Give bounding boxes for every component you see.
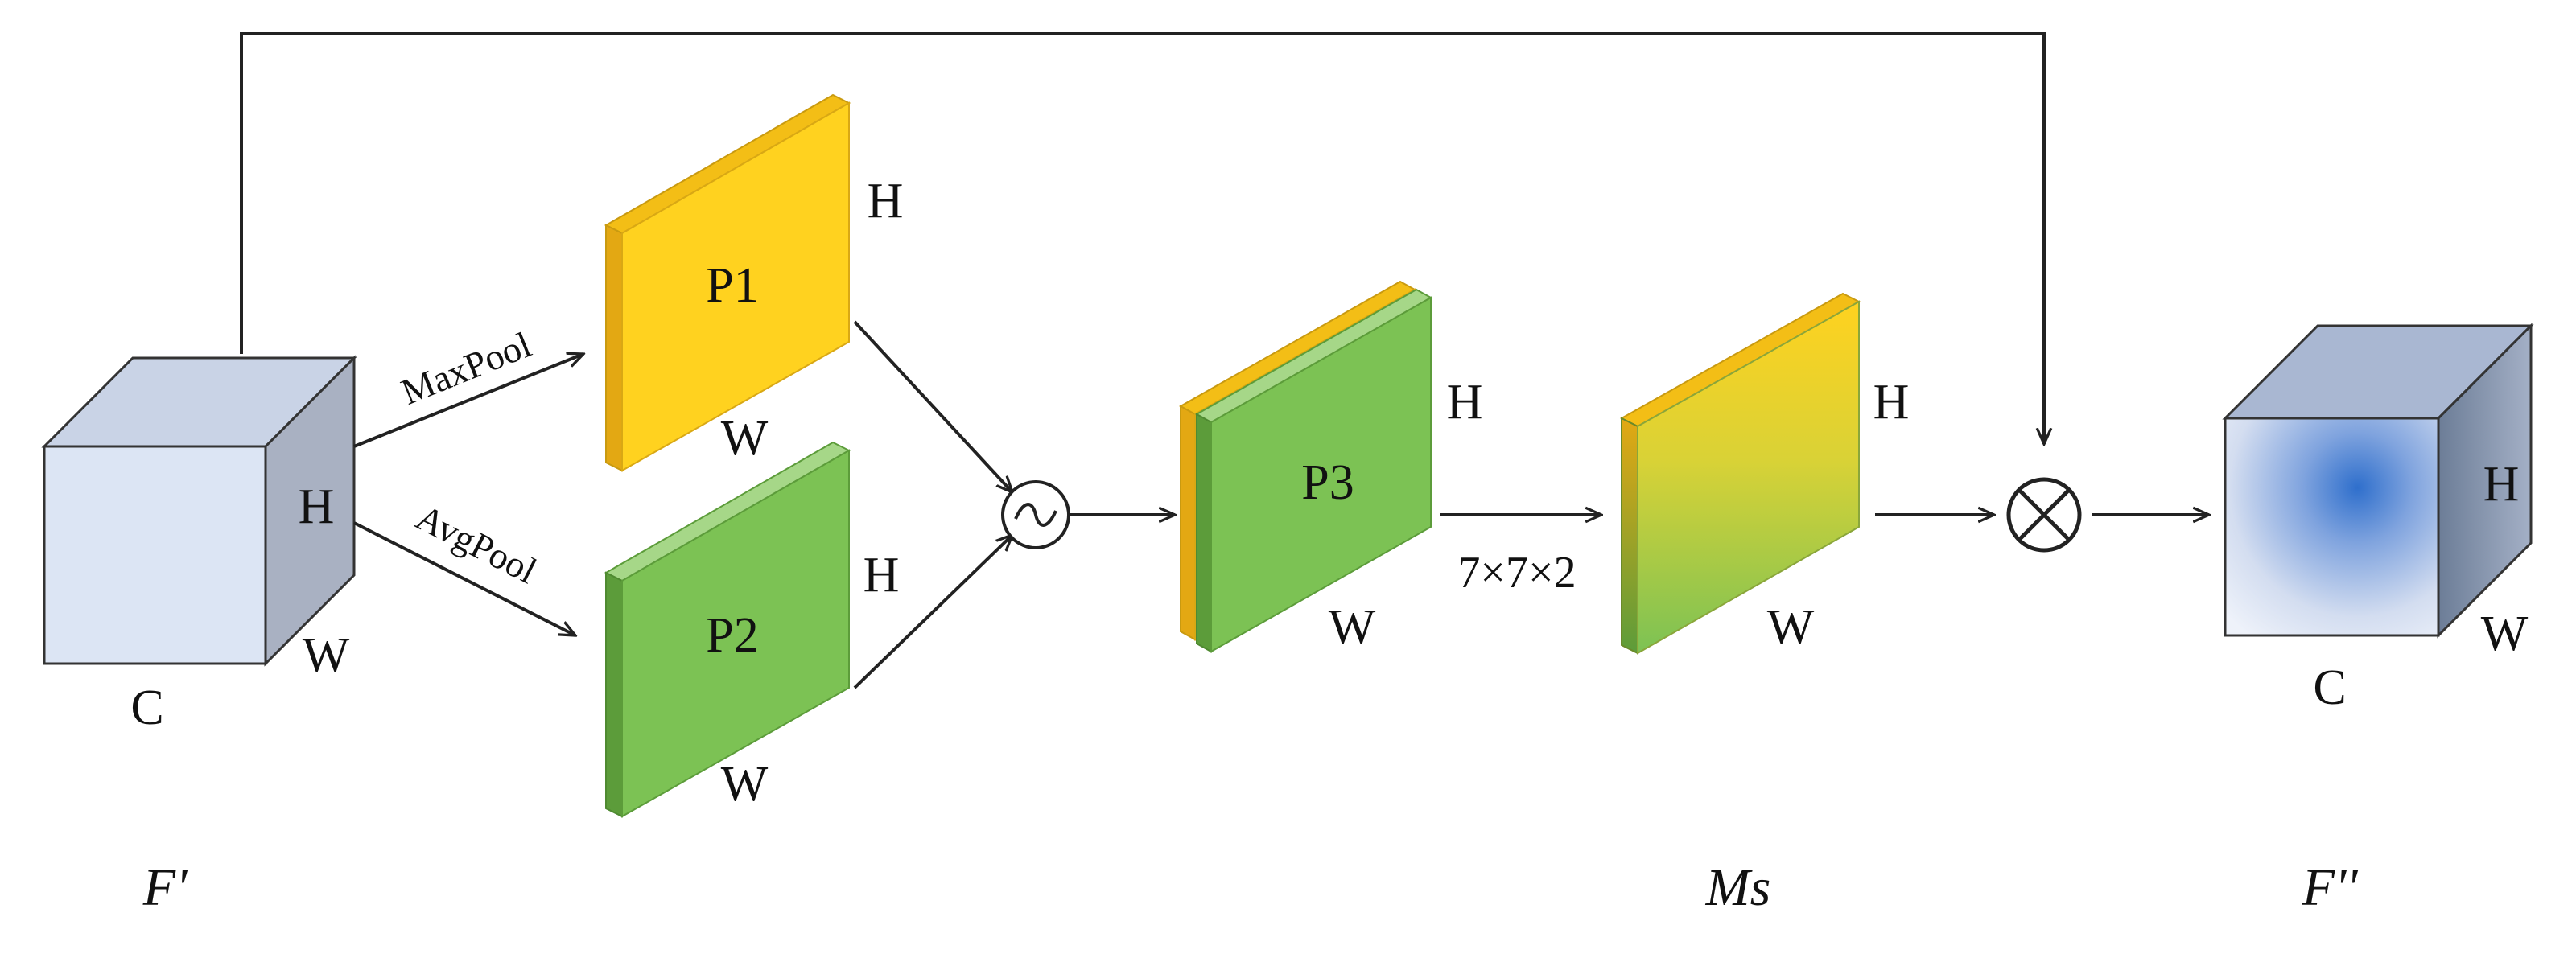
p2-to-concat-arrow (853, 535, 1012, 689)
output-cube-w-label: W (2481, 607, 2529, 661)
p3-back-side (1180, 405, 1196, 641)
input-cube-c-label: C (130, 681, 163, 735)
p2-w-label: W (721, 757, 769, 812)
p1-to-concat-arrow (853, 320, 1012, 492)
output-cube-front (2224, 417, 2440, 637)
p1-side (605, 224, 623, 472)
input-caption: F' (142, 858, 188, 917)
p1-front (621, 101, 850, 472)
concat-tilde-icon (1014, 503, 1057, 527)
ms-h-label: H (1873, 375, 1910, 430)
ms-map (1619, 292, 1861, 655)
maxpool-label: MaxPool (395, 323, 537, 412)
input-cube: H W C (41, 355, 357, 735)
output-caption: F'' (2302, 858, 2359, 917)
conv-kernel-label: 7×7×2 (1457, 548, 1576, 598)
skip-connection-line (240, 32, 2044, 444)
p3-label: P3 (1301, 455, 1354, 510)
p3-h-label: H (1447, 375, 1483, 430)
concat-node (1001, 480, 1070, 549)
p2-label: P2 (706, 608, 758, 663)
p2-front (621, 449, 850, 818)
output-cube: H W C (2222, 323, 2534, 715)
output-cube-c-label: C (2313, 660, 2346, 715)
ms-w-label: W (1767, 600, 1815, 655)
maxpool-arrow (353, 354, 583, 448)
p3-front-face (1210, 296, 1432, 653)
input-cube-w-label: W (303, 628, 350, 683)
ms-front (1637, 300, 1860, 655)
p3-map: P3 (1178, 280, 1433, 653)
p1-w-label: W (721, 411, 769, 466)
p1-label: P1 (706, 258, 758, 313)
p2-map: P2 (604, 441, 851, 818)
multiply-cross-b (2018, 488, 2071, 541)
p2-h-label: H (863, 548, 900, 602)
multiply-node (2006, 477, 2082, 553)
input-cube-front (43, 445, 267, 665)
p1-map: P1 (604, 93, 851, 472)
skip-connection (240, 32, 2044, 444)
ms-side (1621, 417, 1638, 655)
avgpool-label: AvgPool (410, 496, 543, 591)
input-cube-h-label: H (299, 479, 335, 534)
p3-w-label: W (1329, 600, 1376, 655)
p3-front-side (1196, 413, 1212, 653)
avgpool-arrow (353, 521, 575, 635)
p1-h-label: H (868, 174, 904, 228)
ms-caption: Ms (1705, 858, 1771, 917)
output-cube-h-label: H (2483, 457, 2520, 512)
p2-side (605, 571, 623, 818)
